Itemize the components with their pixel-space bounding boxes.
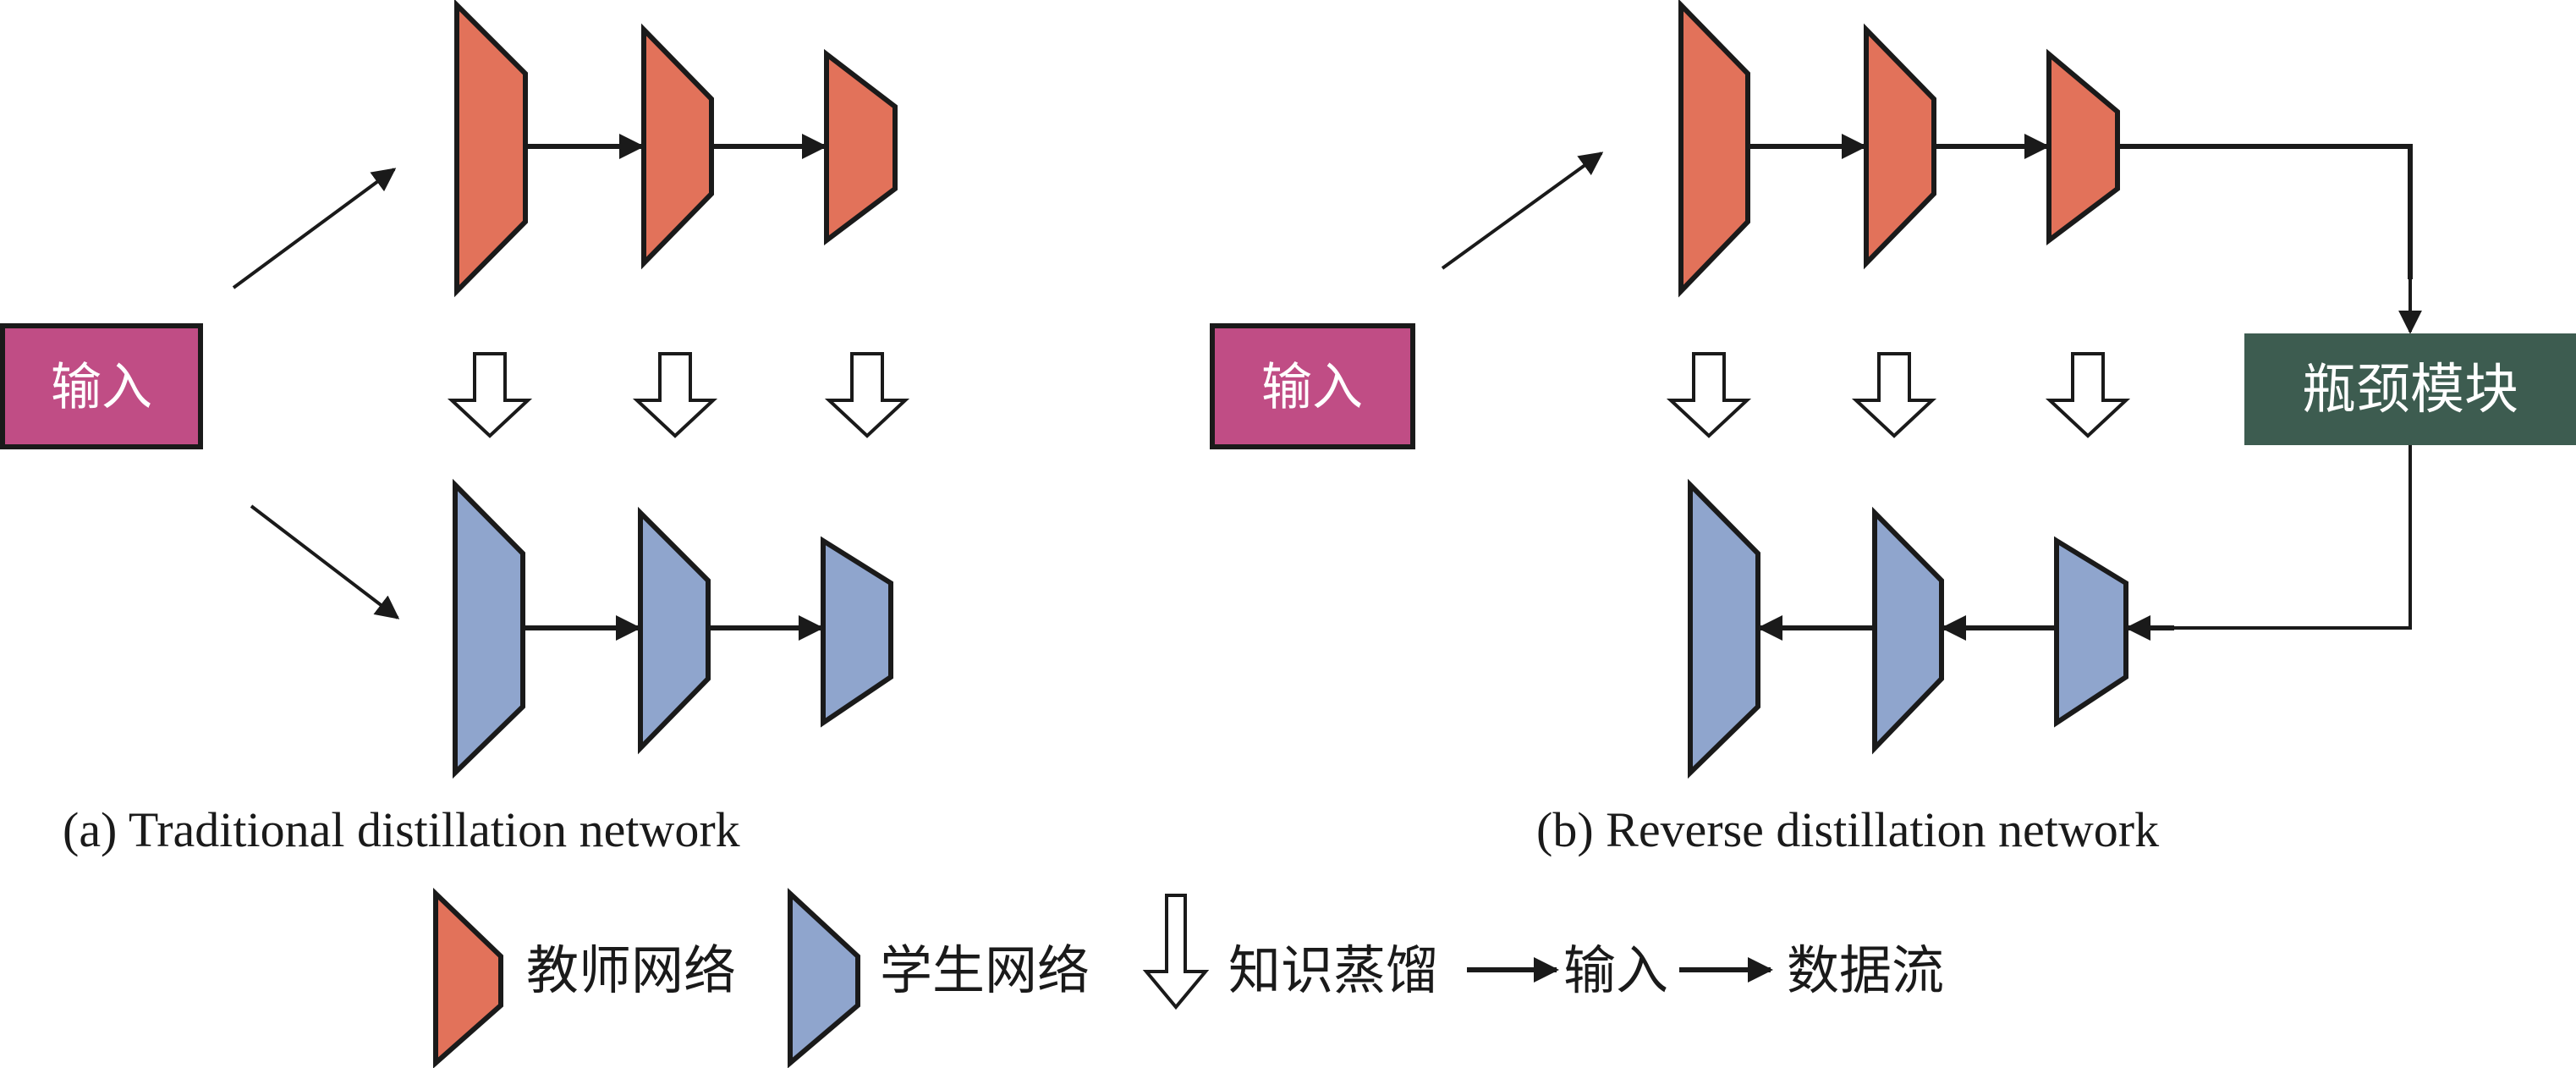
- distillation-arrow-3: [2045, 352, 2131, 438]
- input-box-rect: [1210, 323, 1415, 449]
- panel-b: 输入 瓶颈模块 (b) Reverse distillation network: [1210, 0, 2576, 857]
- student-stage-3: [821, 536, 893, 728]
- input-to-teacher-arrow: [1441, 151, 1604, 270]
- bottleneck-label: 瓶颈模块: [2302, 359, 2518, 421]
- legend-teacher-label: 教师网络: [526, 939, 736, 1001]
- input-to-student-arrow: [250, 504, 400, 619]
- caption-b: (b) Reverse distillation network: [1536, 802, 2159, 857]
- teacher-to-bottleneck-line: [2117, 144, 2413, 279]
- student-stage-2: [638, 506, 711, 755]
- student-stage-3: [2054, 536, 2128, 728]
- teacher-stage-2: [1864, 23, 1936, 270]
- input-box: 输入: [0, 323, 203, 449]
- student-stage-1: [1688, 478, 1760, 779]
- legend-teacher-icon: [433, 887, 503, 1068]
- legend-distillation-label: 知识蒸馏: [1228, 939, 1438, 1001]
- teacher-stage-2: [641, 23, 714, 270]
- distillation-arrow-2: [1851, 352, 1937, 438]
- bottleneck-module: 瓶颈模块: [2244, 333, 2576, 445]
- input-label: 输入: [51, 358, 152, 417]
- teacher-stage-3: [2046, 48, 2120, 246]
- student-stage-2: [1872, 506, 1944, 755]
- input-box: 输入: [1210, 323, 1415, 449]
- distillation-arrow-1: [447, 352, 533, 438]
- distillation-arrow-2: [632, 352, 718, 438]
- caption-a: (a) Traditional distillation network: [63, 802, 740, 857]
- legend-distillation-icon: [1142, 894, 1210, 1010]
- input-box-rect: [0, 323, 203, 449]
- bottleneck-to-student-line: [2166, 445, 2412, 630]
- legend-student-icon: [788, 888, 860, 1068]
- student-stage-1: [453, 478, 525, 779]
- distillation-arrow-3: [824, 352, 910, 438]
- teacher-stage-1: [1678, 0, 1750, 298]
- input-label: 输入: [1261, 358, 1363, 417]
- input-to-teacher-arrow: [232, 168, 397, 289]
- bottleneck-box: [2244, 333, 2576, 445]
- panel-a: 输入 (a) Traditional distillation network: [0, 0, 910, 857]
- teacher-stage-3: [824, 48, 898, 246]
- legend-input-label: 输入: [1563, 939, 1668, 1001]
- legend: 教师网络 学生网络 知识蒸馏 输入 数据流: [433, 887, 1944, 1068]
- distillation-arrow-1: [1666, 352, 1752, 438]
- legend-student-label: 学生网络: [880, 939, 1090, 1001]
- teacher-stage-1: [454, 0, 528, 298]
- legend-dataflow-label: 数据流: [1787, 939, 1944, 1001]
